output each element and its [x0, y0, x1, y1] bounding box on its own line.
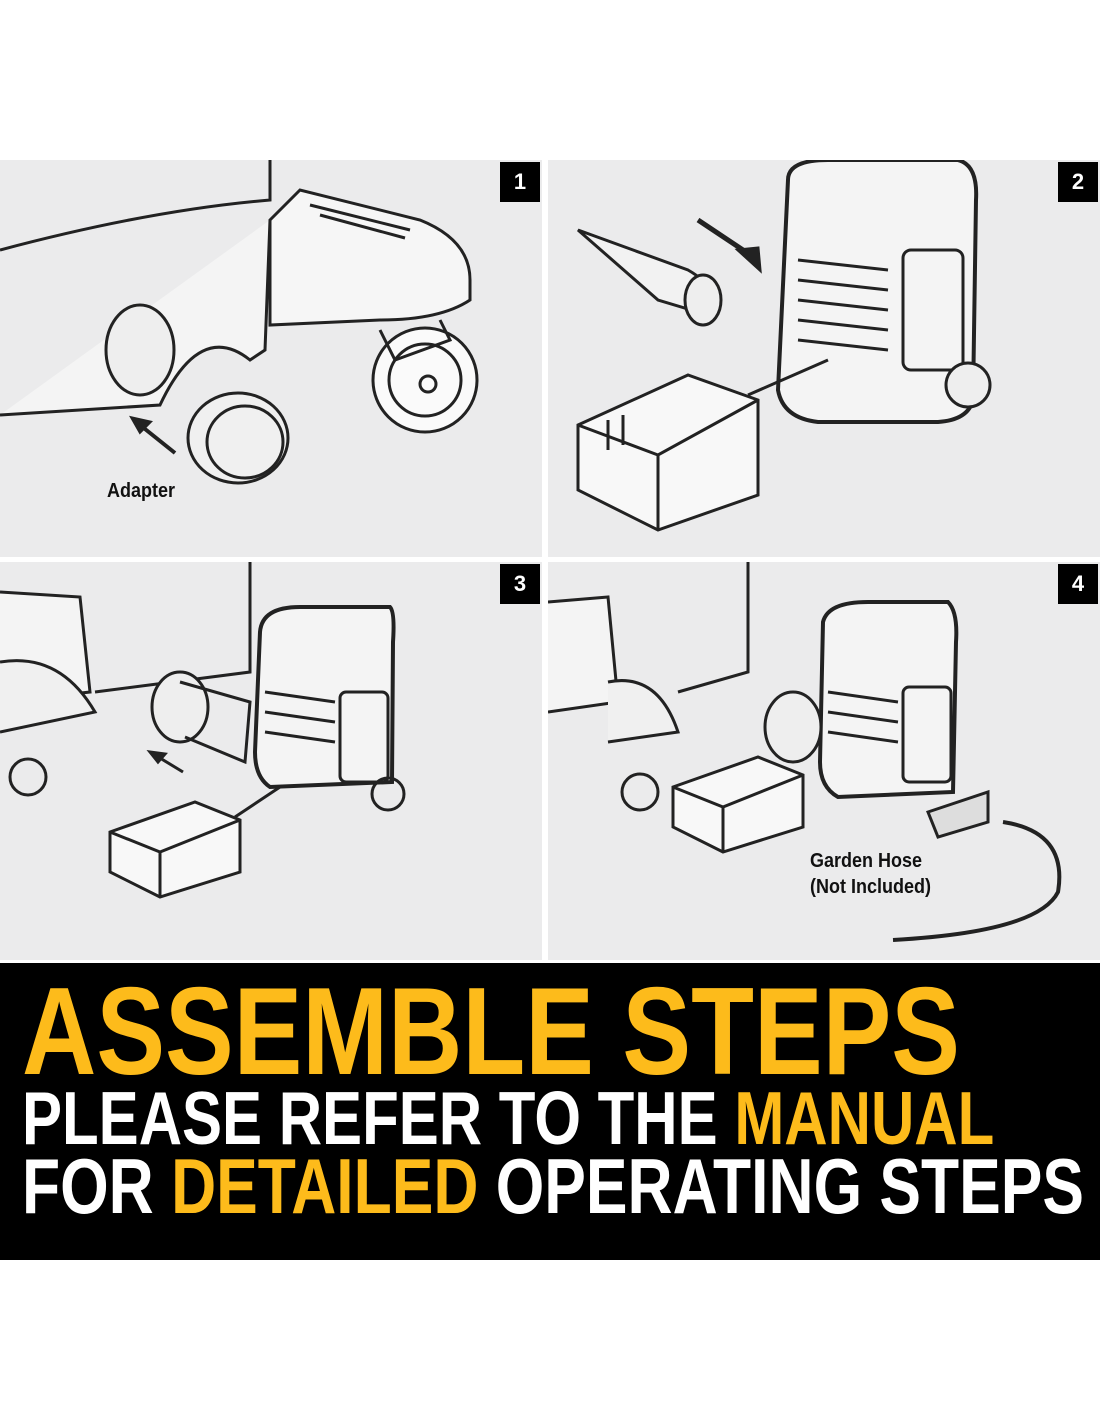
banner-line-2-text: PLEASE REFER TO THE: [22, 1076, 735, 1160]
banner-line-3-prefix: FOR: [22, 1142, 172, 1230]
adapter-illustration: [0, 160, 479, 485]
step-2-panel: 2: [548, 160, 1100, 557]
banner-line-3: FOR DETAILED OPERATING STEPS: [22, 1147, 1084, 1225]
pump-filter-illustration: [576, 160, 992, 532]
step-1-panel: 1 Adapter: [0, 160, 542, 557]
banner-detailed-highlight: DETAILED: [171, 1142, 479, 1230]
garden-hose-label-line1: Garden Hose: [810, 850, 923, 872]
banner-line-2: PLEASE REFER TO THE MANUAL: [22, 1081, 994, 1156]
banner-title: ASSEMBLE STEPS: [22, 963, 960, 1101]
garden-hose-illustration: [548, 562, 1062, 942]
garden-hose-label-line2: (Not Included): [810, 876, 931, 898]
adapter-label: Adapter: [107, 480, 176, 502]
step-3-panel: 3: [0, 562, 542, 960]
pump-attach-illustration: [0, 562, 406, 899]
step-number-badge: 2: [1058, 162, 1098, 202]
step-number-badge: 1: [500, 162, 540, 202]
step-number-badge: 4: [1058, 564, 1098, 604]
instruction-banner: [0, 963, 1100, 1260]
step-4-panel: 4 Garden Hose (Not Included): [548, 562, 1100, 960]
garden-hose-label: Garden Hose (Not Included): [810, 848, 931, 900]
step-number-badge: 3: [500, 564, 540, 604]
banner-manual-highlight: MANUAL: [734, 1076, 995, 1160]
banner-line-3-suffix: OPERATING STEPS: [478, 1142, 1085, 1230]
